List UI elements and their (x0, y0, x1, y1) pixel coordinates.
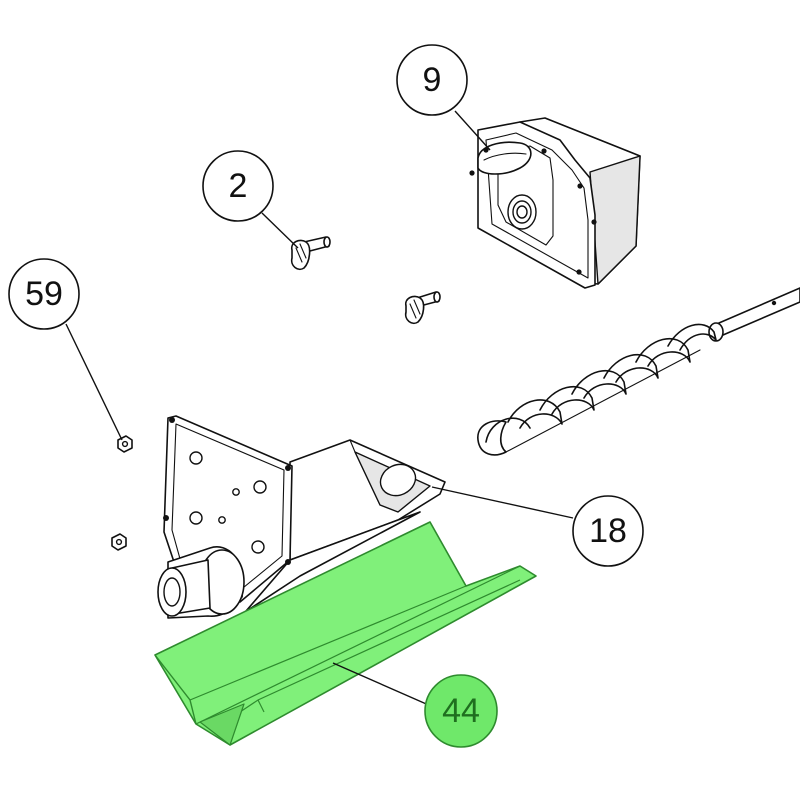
leader-lines (65, 110, 574, 711)
callout-2: 2 (202, 150, 274, 222)
callout-9: 9 (396, 44, 468, 116)
trough-part-highlighted (154, 521, 537, 746)
callout-label: 59 (25, 275, 63, 313)
auger-housing-part (157, 415, 446, 619)
callout-44-highlighted: 44 (424, 674, 498, 748)
nut-part-b (111, 533, 127, 551)
thumb-screw-part-b (404, 291, 441, 325)
callout-18: 18 (572, 495, 644, 567)
callout-label: 18 (589, 512, 627, 550)
auger-part (477, 287, 800, 456)
callout-59: 59 (8, 258, 80, 330)
callout-label: 44 (442, 692, 480, 730)
motor-housing-part (469, 117, 641, 289)
nut-part (117, 435, 133, 453)
trough-body (154, 521, 537, 746)
thumb-screw-part (290, 236, 331, 271)
callout-label: 9 (423, 61, 442, 99)
leader-44 (332, 662, 441, 711)
callout-label: 2 (229, 167, 248, 205)
